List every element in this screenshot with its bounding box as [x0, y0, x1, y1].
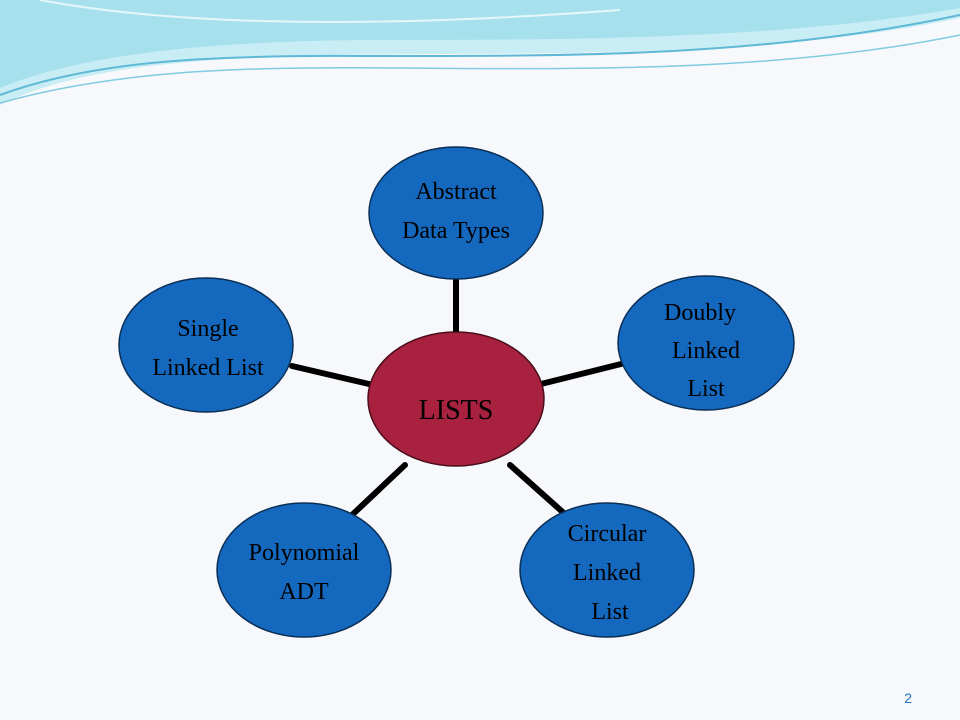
- connector-lines: [289, 274, 624, 518]
- node-circular-linked-list-line-1: Circular: [568, 521, 647, 547]
- node-circular-linked-list-line-2: Linked: [573, 560, 641, 586]
- node-polynomial-adt-line-2: ADT: [279, 579, 329, 605]
- node-abstract-data-types-line-2: Data Types: [402, 218, 510, 244]
- node-doubly-linked-list: Doubly Linked List: [617, 275, 795, 411]
- slide-number: 2: [904, 690, 912, 706]
- connector-circular-linked-list: [507, 462, 569, 518]
- node-lists-center-label: LISTS: [419, 395, 494, 426]
- connector-single-linked-list: [289, 363, 372, 387]
- node-doubly-linked-list-shape: [617, 275, 795, 411]
- node-single-linked-list: Single Linked List: [118, 277, 294, 413]
- node-polynomial-adt: Polynomial ADT: [216, 502, 392, 638]
- node-abstract-data-types-shape: [368, 146, 544, 280]
- node-doubly-linked-list-line-1: Doubly: [664, 300, 736, 326]
- node-circular-linked-list-shape: [519, 502, 695, 638]
- node-abstract-data-types-line-1: Abstract: [415, 179, 497, 205]
- connector-polynomial-adt: [349, 462, 408, 518]
- node-single-linked-list-shape: [118, 277, 294, 413]
- node-single-linked-list-line-1: Single: [177, 316, 238, 342]
- node-lists-center: LISTS: [367, 331, 545, 467]
- connector-doubly-linked-list: [538, 361, 624, 387]
- node-doubly-linked-list-line-3: List: [687, 376, 725, 402]
- node-polynomial-adt-shape: [216, 502, 392, 638]
- node-lists-center-shape: [367, 331, 545, 467]
- node-abstract-data-types: Abstract Data Types: [368, 146, 544, 280]
- header-wave-decoration: [0, 0, 960, 105]
- node-circular-linked-list-line-3: List: [591, 599, 629, 625]
- node-single-linked-list-line-2: Linked List: [152, 355, 264, 381]
- node-doubly-linked-list-line-2: Linked: [672, 338, 740, 364]
- node-polynomial-adt-line-1: Polynomial: [249, 540, 360, 566]
- node-circular-linked-list: Circular Linked List: [519, 502, 695, 638]
